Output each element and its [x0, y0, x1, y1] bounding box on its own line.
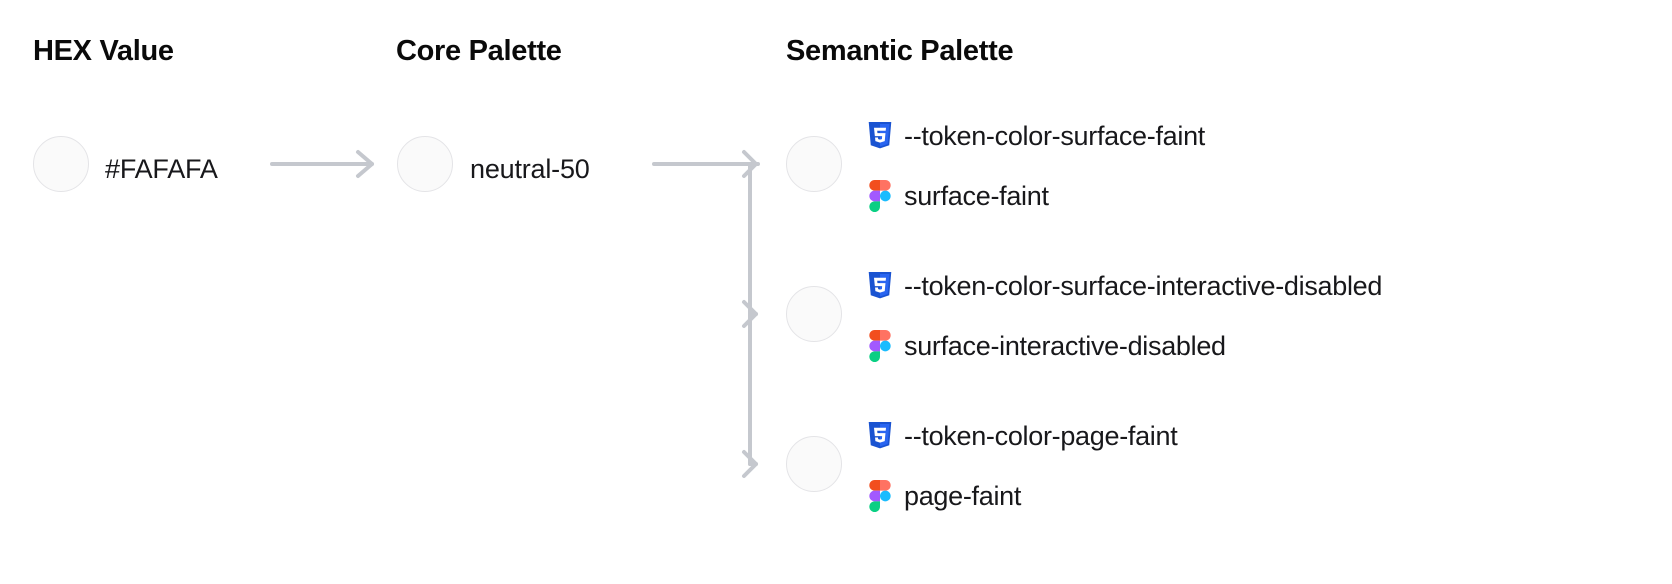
css-token-label: --token-color-surface-faint — [904, 120, 1206, 151]
figma-token-line: page-faint — [866, 478, 1177, 514]
token-row: --token-color-page-faint page-faint — [866, 418, 1178, 514]
branch-3-head — [742, 450, 758, 478]
figma-token-line: surface-faint — [866, 178, 1205, 214]
hex-value-label: #FAFAFA — [105, 154, 218, 184]
swatch-hex-value — [33, 136, 89, 192]
core-palette-label: neutral-50 — [470, 154, 590, 184]
figma-token-label: page-faint — [904, 480, 1022, 511]
figma-token-label: surface-faint — [904, 180, 1049, 211]
token-row: --token-color-surface-faint surface-fain… — [866, 118, 1205, 214]
css-token-line: --token-color-page-faint — [866, 418, 1178, 454]
column-heading-core-palette: Core Palette — [396, 35, 562, 67]
css-token-line: --token-color-surface-interactive-disabl… — [866, 268, 1382, 304]
branch-1-head — [742, 150, 758, 178]
figma-icon — [866, 330, 893, 362]
swatch-semantic-page-faint — [786, 436, 842, 492]
css-token-line: --token-color-surface-faint — [866, 118, 1205, 154]
swatch-core-palette — [397, 136, 453, 192]
css3-icon — [866, 271, 893, 301]
swatch-semantic-surface-faint — [786, 136, 842, 192]
figma-token-label: surface-interactive-disabled — [904, 330, 1226, 361]
figma-icon — [866, 180, 893, 212]
token-row: --token-color-surface-interactive-disabl… — [866, 268, 1382, 364]
arrow-hex-to-core-head — [356, 150, 374, 178]
branch-2-head — [742, 300, 758, 328]
css3-icon — [866, 421, 893, 451]
swatch-semantic-surface-interactive-disabled — [786, 286, 842, 342]
css-token-label: --token-color-page-faint — [904, 420, 1178, 451]
figma-token-line: surface-interactive-disabled — [866, 328, 1382, 364]
figma-icon — [866, 480, 893, 512]
column-heading-hex-value: HEX Value — [33, 35, 174, 67]
column-heading-semantic-palette: Semantic Palette — [786, 35, 1014, 67]
css3-icon — [866, 121, 893, 151]
css-token-label: --token-color-surface-interactive-disabl… — [904, 270, 1383, 301]
